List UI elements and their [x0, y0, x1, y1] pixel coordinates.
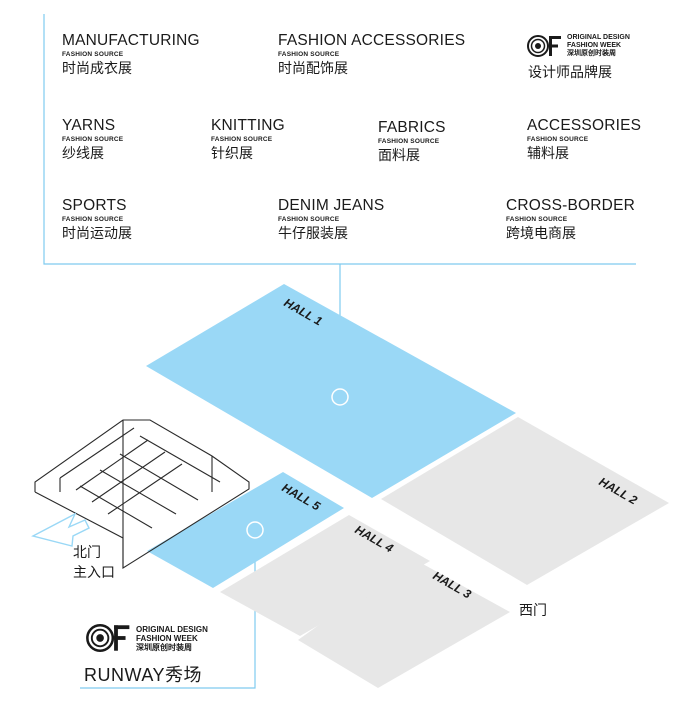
runway-ofw-logo: ORIGINAL DESIGN FASHION WEEK 深圳原创时装周	[86, 624, 208, 652]
category-en: YARNS	[62, 117, 116, 134]
category-zh: 牛仔服装展	[278, 225, 348, 241]
ofw-logo: ORIGINAL DESIGN FASHION WEEK 深圳原创时装周	[527, 34, 630, 58]
category-en: FABRICS	[378, 119, 446, 136]
north-gate-label: 北门 主入口	[73, 542, 115, 582]
hall-4[interactable]	[220, 515, 430, 636]
north-gate-line2: 主入口	[73, 564, 115, 580]
category-fabrics: FABRICS FASHION SOURCE 面料展	[378, 119, 446, 164]
category-sports: SPORTS FASHION SOURCE 时尚运动展	[62, 197, 132, 242]
hall-5-marker[interactable]	[246, 521, 264, 539]
ofw-logo-line1: ORIGINAL DESIGN	[567, 34, 630, 41]
north-gate-line1: 北门	[73, 544, 101, 560]
category-source: FASHION SOURCE	[62, 216, 124, 223]
runway-logo-line2: FASHION WEEK	[136, 633, 198, 643]
west-gate-label: 西门	[519, 602, 547, 618]
entrance-building	[34, 419, 250, 569]
category-knitting: KNITTING FASHION SOURCE 针织展	[211, 117, 285, 162]
category-en: SPORTS	[62, 197, 127, 214]
category-source: FASHION SOURCE	[527, 136, 589, 143]
runway-logo-line1: ORIGINAL DESIGN	[136, 624, 208, 634]
runway-label: RUNWAY秀场	[84, 665, 202, 685]
category-source: FASHION SOURCE	[278, 216, 340, 223]
category-cross-border: CROSS-BORDER FASHION SOURCE 跨境电商展	[506, 197, 635, 242]
category-source: FASHION SOURCE	[278, 51, 340, 58]
ofw-logo-line3: 深圳原创时装周	[567, 50, 616, 57]
category-denim-jeans: DENIM JEANS FASHION SOURCE 牛仔服装展	[278, 197, 384, 242]
category-manufacturing: MANUFACTURING FASHION SOURCE 时尚成衣展	[62, 32, 200, 77]
north-entrance-arrow-icon	[31, 512, 90, 547]
hall-1[interactable]	[146, 284, 516, 498]
category-source: FASHION SOURCE	[62, 51, 124, 58]
hall-3[interactable]	[298, 558, 510, 688]
category-fashion-accessories: FASHION ACCESSORIES FASHION SOURCE 时尚配饰展	[278, 32, 465, 77]
category-en: KNITTING	[211, 117, 285, 134]
category-zh: 面料展	[378, 147, 420, 163]
category-source: FASHION SOURCE	[378, 138, 440, 145]
ofw-logo-icon	[86, 624, 130, 652]
category-zh: 跨境电商展	[506, 225, 576, 241]
category-en: FASHION ACCESSORIES	[278, 32, 466, 49]
category-zh: 时尚配饰展	[278, 60, 348, 76]
ofw-logo-line2: FASHION WEEK	[567, 42, 622, 49]
hall-5[interactable]	[147, 472, 344, 588]
category-source: FASHION SOURCE	[211, 136, 273, 143]
category-source: FASHION SOURCE	[62, 136, 124, 143]
category-zh: 针织展	[211, 145, 253, 161]
category-en: MANUFACTURING	[62, 32, 200, 49]
category-zh: 时尚成衣展	[62, 60, 132, 76]
hall-1-marker[interactable]	[331, 388, 349, 406]
category-zh: 辅料展	[527, 145, 569, 161]
category-en: DENIM JEANS	[278, 197, 385, 214]
category-zh: 时尚运动展	[62, 225, 132, 241]
ofw-logo-icon	[527, 35, 561, 57]
runway-logo-line3: 深圳原创时装周	[136, 642, 192, 652]
category-accessories: ACCESSORIES FASHION SOURCE 辅料展	[527, 117, 641, 162]
category-frame-line	[43, 14, 636, 265]
category-en: CROSS-BORDER	[506, 197, 635, 214]
category-en: ACCESSORIES	[527, 117, 642, 134]
category-zh: 纱线展	[62, 145, 104, 161]
category-source: FASHION SOURCE	[506, 216, 568, 223]
hall-2[interactable]	[381, 417, 669, 585]
designer-brand-label: 设计师品牌展	[528, 64, 612, 80]
category-yarns: YARNS FASHION SOURCE 纱线展	[62, 117, 123, 162]
